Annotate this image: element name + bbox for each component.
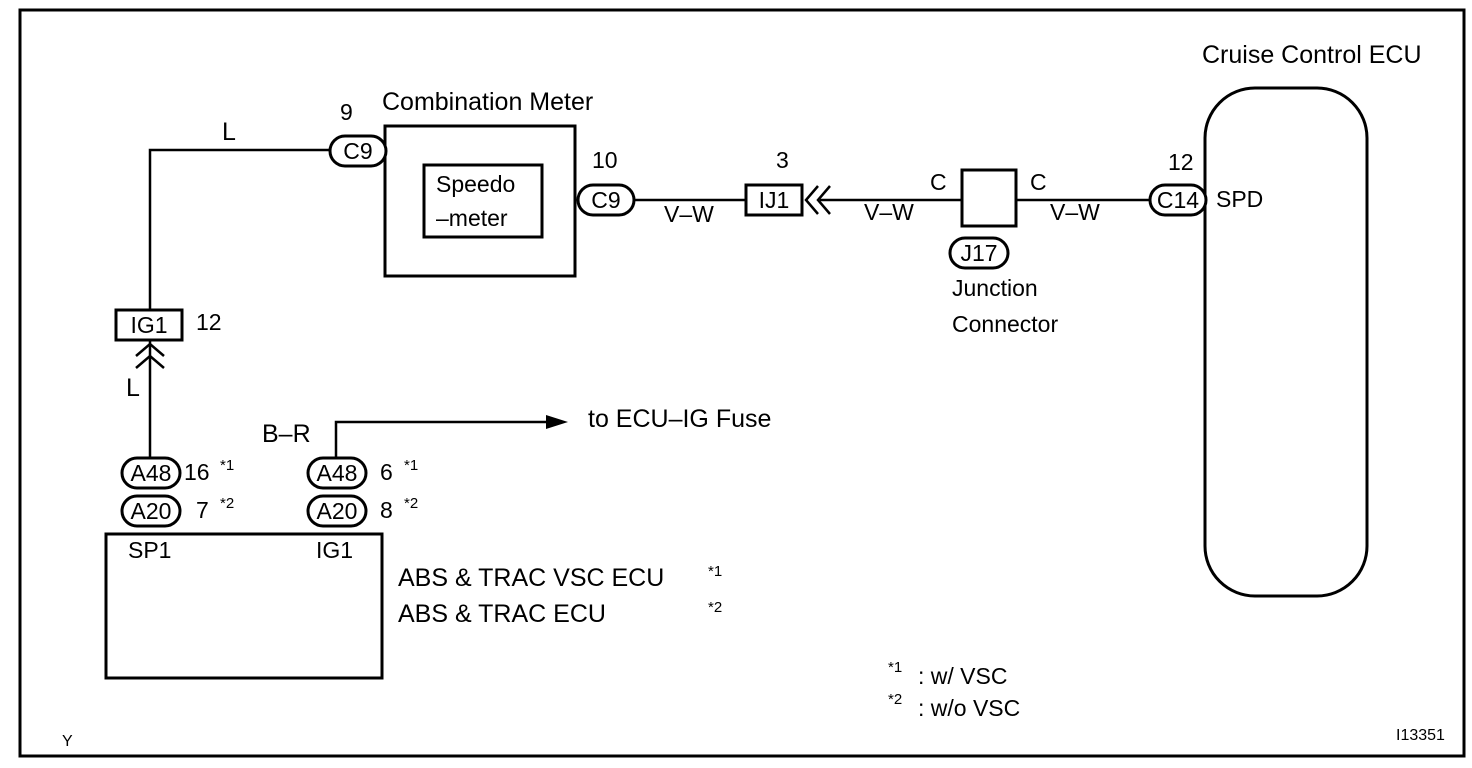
c9-top-connector	[328, 134, 388, 168]
a48-right-label: A48	[317, 460, 358, 486]
a48-left-mark: *1	[220, 457, 234, 474]
corner-mark-left: Y	[62, 733, 73, 750]
c9-right-pin: 10	[592, 147, 618, 173]
a20-right-connector	[306, 494, 368, 528]
ig1-label: IG1	[130, 312, 167, 338]
combination-meter-title: Combination Meter	[382, 88, 593, 116]
wire-label-l-lower: L	[126, 374, 140, 402]
abs-ecu-mark-vsc: *1	[708, 563, 722, 580]
junction-title-line1: Junction	[952, 275, 1038, 301]
junction-right-pin: C	[1030, 169, 1047, 195]
c14-connector	[1148, 183, 1208, 217]
legend-text-1: : w/ VSC	[918, 663, 1007, 689]
a48-right-pin: 6	[380, 459, 393, 485]
c14-label: C14	[1157, 187, 1199, 213]
c9-top-pin: 9	[340, 99, 353, 125]
abs-ecu-terminal-sp1: SP1	[128, 537, 171, 563]
ij1-label: IJ1	[759, 187, 790, 213]
a20-right-label: A20	[317, 498, 358, 524]
junction-title-line2: Connector	[952, 311, 1058, 337]
ij1-pin: 3	[776, 147, 789, 173]
legend-mark-2: *2	[888, 691, 902, 708]
c9-right-connector	[576, 183, 636, 217]
cruise-ecu-body	[1203, 86, 1369, 598]
a48-left-pin: 16	[184, 459, 210, 485]
a20-right-pin: 8	[380, 497, 393, 523]
abs-ecu-name-no-vsc: ABS & TRAC ECU	[398, 600, 606, 628]
junction-left-pin: C	[930, 169, 947, 195]
a20-left-pin: 7	[196, 497, 209, 523]
a48-right-connector	[306, 456, 368, 490]
a20-left-mark: *2	[220, 495, 234, 512]
a20-left-connector	[120, 494, 182, 528]
c9-right-label: C9	[591, 187, 620, 213]
wire-label-vw-2: V–W	[864, 199, 914, 225]
abs-ecu-terminal-ig1: IG1	[316, 537, 353, 563]
wire-label-vw-1: V–W	[664, 201, 714, 227]
corner-mark-right: I13351	[1396, 727, 1445, 744]
c14-pin: 12	[1168, 149, 1194, 175]
junction-box	[960, 168, 1018, 228]
wire-label-br: B–R	[262, 420, 311, 448]
c9-top-label: C9	[343, 138, 372, 164]
abs-ecu-body	[104, 532, 384, 680]
ij1-connector	[744, 183, 804, 217]
fuse-label: to ECU–IG Fuse	[588, 405, 771, 433]
speedometer-label-line2: –meter	[436, 205, 508, 231]
abs-ecu-name-vsc: ABS & TRAC VSC ECU	[398, 564, 664, 592]
arrow-to-fuse	[546, 415, 568, 429]
j17-label: J17	[960, 240, 997, 266]
a48-left-connector	[120, 456, 182, 490]
a48-right-mark: *1	[404, 457, 418, 474]
cruise-ecu-terminal-spd: SPD	[1216, 186, 1263, 212]
wire-label-vw-3: V–W	[1050, 199, 1100, 225]
legend-mark-1: *1	[888, 659, 902, 676]
ig1-connector	[114, 308, 184, 342]
ij1-chevron-icon	[804, 185, 831, 215]
legend-text-2: : w/o VSC	[918, 695, 1020, 721]
wire-ig1-to-fuse	[334, 420, 550, 460]
speedometer-box	[422, 163, 544, 239]
cruise-ecu-title: Cruise Control ECU	[1202, 41, 1422, 69]
a20-left-label: A20	[131, 498, 172, 524]
speedometer-label-line1: Speedo	[436, 171, 515, 197]
ig1-pin: 12	[196, 309, 222, 335]
j17-connector	[948, 236, 1010, 270]
wire-label-l-top: L	[222, 118, 236, 146]
abs-ecu-mark-no-vsc: *2	[708, 599, 722, 616]
a48-left-label: A48	[131, 460, 172, 486]
a20-right-mark: *2	[404, 495, 418, 512]
ig1-chevron-icon	[135, 342, 165, 369]
